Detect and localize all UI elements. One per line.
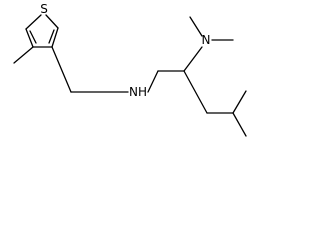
- bond-ring-ch2: [51, 46, 72, 93]
- bond-c5-c4: [25, 28, 34, 48]
- bond-ch-n: [183, 46, 203, 72]
- molecule-drawing: S NH N: [13, 2, 247, 137]
- bond-s-c5: [25, 14, 42, 30]
- bond-ring-methyl: [13, 46, 34, 64]
- bond-c3-c2: [51, 27, 59, 48]
- bond-ch-methyl-upper: [232, 90, 247, 114]
- bond-ch-ch2-branch: [183, 70, 208, 114]
- double-bond-c5-c4: [29, 30, 37, 44]
- sulfur-atom-label: S: [40, 2, 48, 16]
- bond-nh-ch2: [147, 70, 159, 93]
- double-bond-c3-c2: [48, 29, 55, 44]
- amine-nh-label: NH: [129, 85, 147, 99]
- dimethylamino-n-label: N: [202, 33, 211, 47]
- bond-n-methyl-left: [189, 16, 203, 37]
- bond-c2-s: [45, 14, 59, 29]
- structure-diagram: S NH N: [13, 2, 247, 137]
- bond-ch-methyl-lower: [232, 112, 247, 137]
